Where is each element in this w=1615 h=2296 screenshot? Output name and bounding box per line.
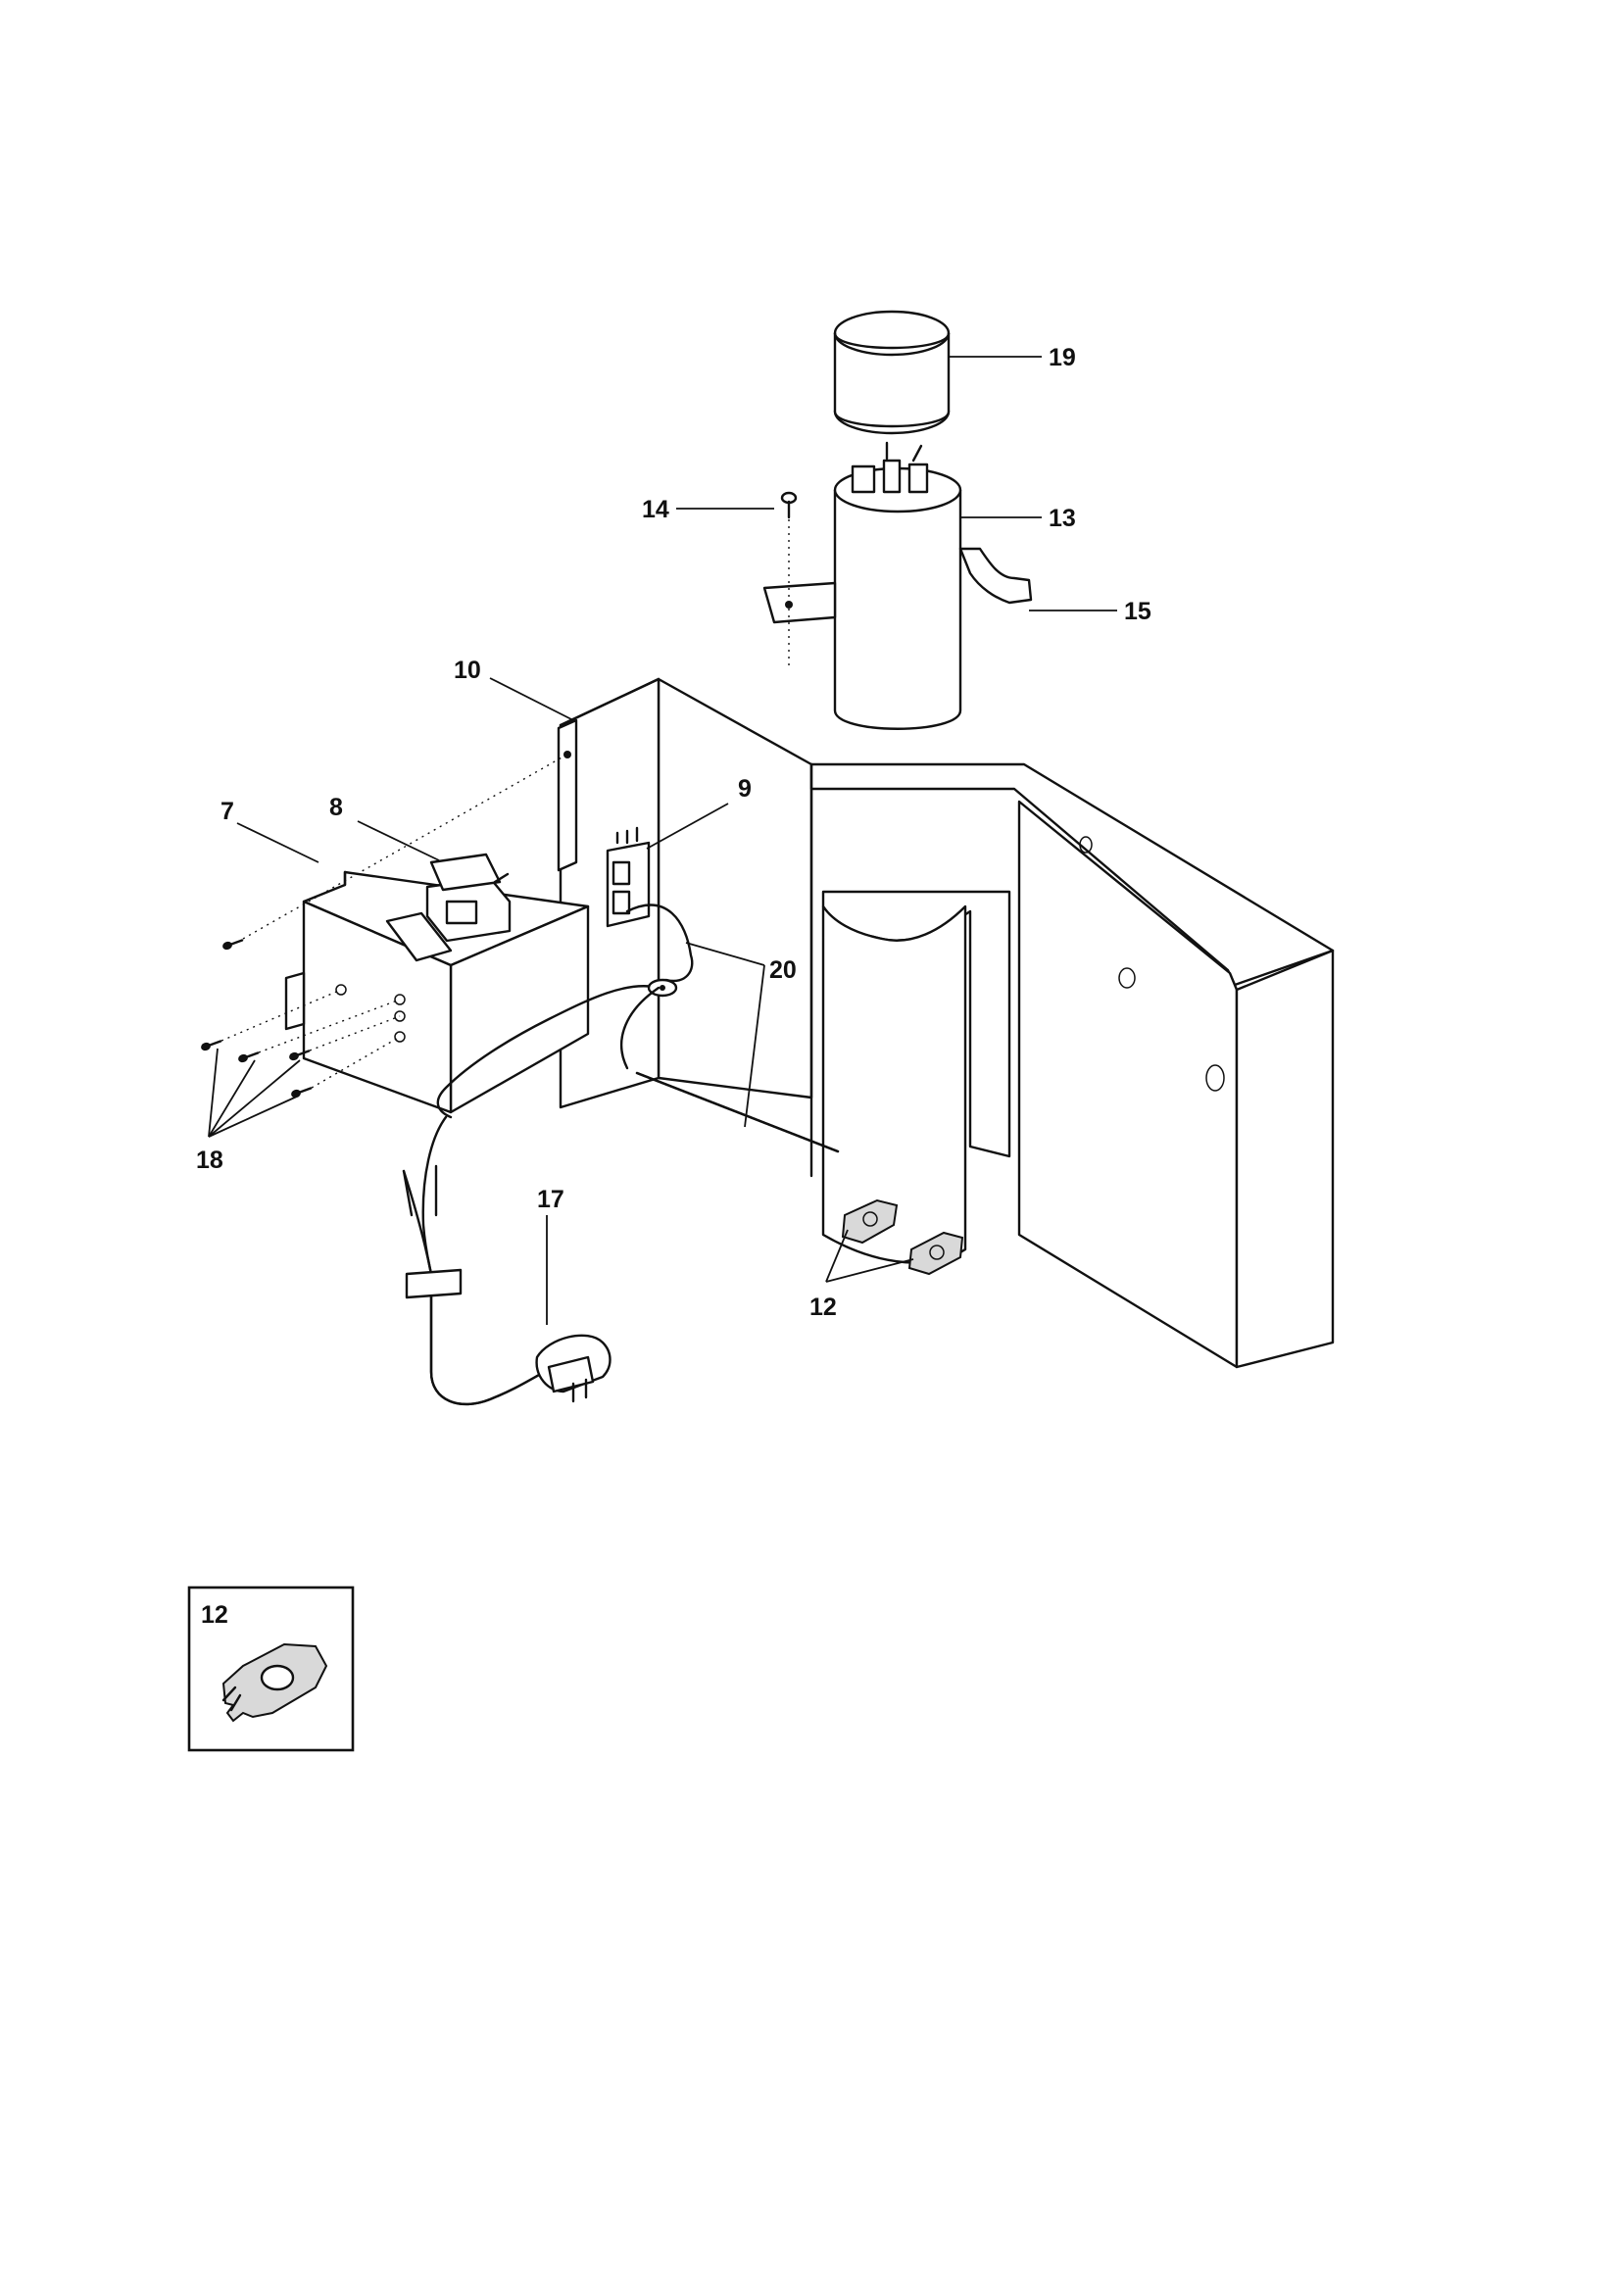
- callout-15: 15: [1124, 598, 1151, 625]
- callout-12: 12: [809, 1294, 837, 1321]
- part-8-relay: [385, 853, 512, 962]
- callout-8: 8: [329, 794, 343, 821]
- part-12-clips: [841, 1198, 964, 1276]
- part-9-switch: [606, 826, 651, 928]
- inset-label: 12: [201, 1601, 228, 1629]
- detail-inset-12: 12: [187, 1586, 355, 1752]
- part-14-screw: [780, 491, 798, 666]
- part-10-bracket: [557, 718, 578, 872]
- part-13-capacitor: [833, 441, 962, 730]
- callout-7: 7: [220, 798, 234, 825]
- leader-lines: [208, 356, 1117, 1325]
- part-20-ground-wire: [619, 986, 840, 1153]
- part-17-plug: [535, 1334, 612, 1403]
- callout-10: 10: [454, 657, 481, 684]
- callout-18: 18: [196, 1147, 223, 1174]
- callout-19: 19: [1049, 344, 1076, 371]
- callout-13: 13: [1049, 505, 1076, 532]
- callout-20: 20: [769, 956, 797, 984]
- part-19-cover: [833, 310, 951, 435]
- power-cord: [402, 904, 694, 1406]
- air-duct: [821, 890, 1011, 1264]
- part-15-strap: [762, 547, 1033, 624]
- cabinet-panel: [657, 677, 1335, 1369]
- callout-17: 17: [537, 1186, 564, 1213]
- callout-14: 14: [642, 496, 669, 523]
- callout-9: 9: [738, 775, 752, 803]
